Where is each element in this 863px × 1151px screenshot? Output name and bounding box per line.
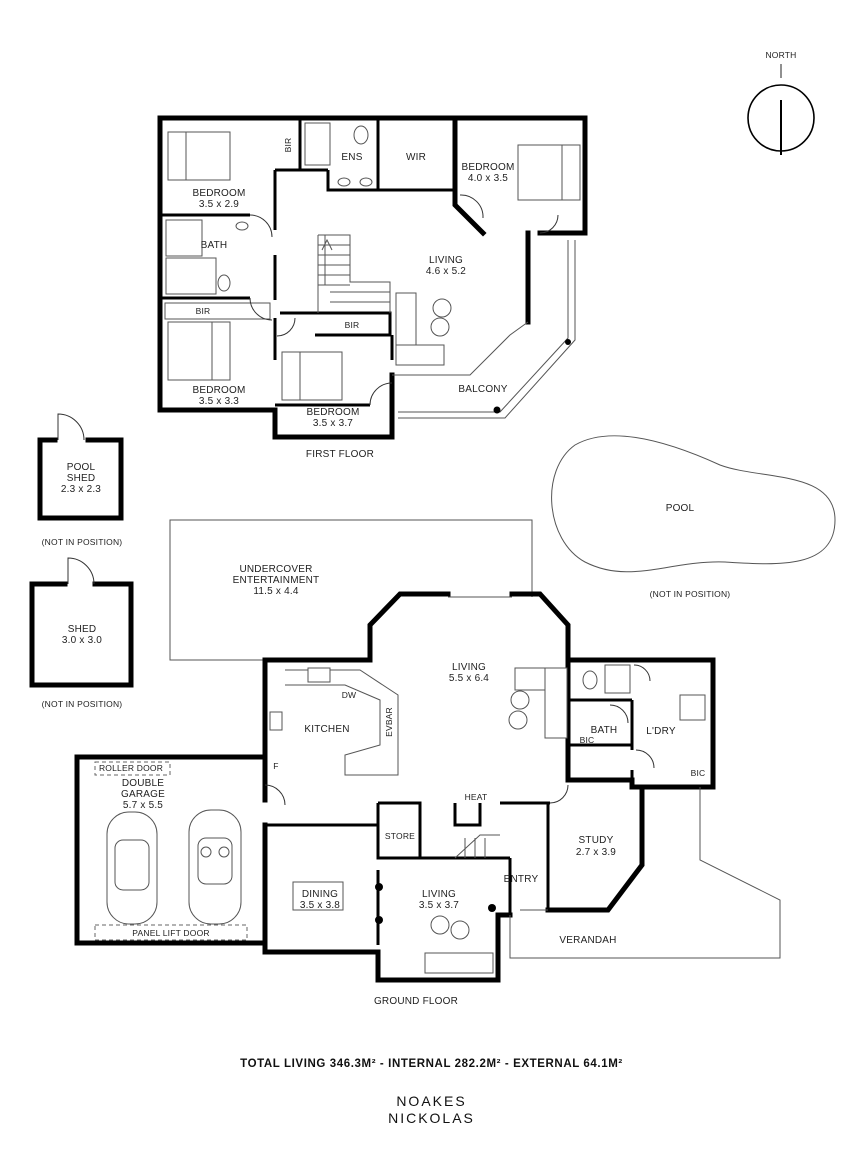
room-name-bedroom-4: BEDROOM [306, 407, 359, 418]
bic-label-1: BIC [580, 735, 595, 745]
panel-lift-door-label: PANEL LIFT DOOR [132, 928, 209, 938]
agency-name-line-1: NOAKES [396, 1093, 467, 1109]
room-name-store: STORE [385, 831, 415, 841]
first-floor-label: FIRST FLOOR [306, 449, 374, 460]
room-name-verandah: VERANDAH [559, 935, 616, 946]
room-name-garage-1: DOUBLE [122, 778, 164, 789]
room-name-kitchen: KITCHEN [304, 724, 349, 735]
bir-label-1: BIR [283, 138, 293, 153]
room-size-bedroom-4: 3.5 x 3.7 [313, 418, 353, 429]
north-compass: NORTH [747, 50, 815, 155]
agency-name-line-2: NICKOLAS [388, 1110, 475, 1126]
room-size-bedroom-2: 4.0 x 3.5 [468, 173, 508, 184]
car-right-icon [188, 809, 242, 925]
room-size-garage: 5.7 x 5.5 [123, 800, 163, 811]
not-in-position-pool-shed: (NOT IN POSITION) [42, 537, 123, 547]
room-size-living-ground: 5.5 x 6.4 [449, 673, 489, 684]
room-size-pool-shed: 2.3 x 2.3 [61, 484, 101, 495]
room-name-bedroom-2: BEDROOM [461, 162, 514, 173]
room-name-bedroom-1: BEDROOM [192, 188, 245, 199]
pool-outline [551, 435, 836, 573]
room-name-pool: POOL [666, 503, 695, 514]
room-name-pool-shed-2: SHED [67, 473, 96, 484]
room-name-ldry: L'DRY [646, 726, 676, 737]
room-name-bath-ground: BATH [591, 725, 618, 736]
dw-label: DW [342, 690, 357, 700]
room-size-living-front: 3.5 x 3.7 [419, 900, 459, 911]
room-size-bedroom-1: 3.5 x 2.9 [199, 199, 239, 210]
room-name-dining: DINING [302, 889, 338, 900]
ground-floor-label: GROUND FLOOR [374, 996, 458, 1007]
room-name-undercover-1: UNDERCOVER [239, 564, 312, 575]
room-size-bedroom-3: 3.5 x 3.3 [199, 396, 239, 407]
room-name-entry: ENTRY [504, 874, 539, 885]
car-left-icon [106, 811, 158, 925]
not-in-position-shed: (NOT IN POSITION) [42, 699, 123, 709]
room-name-bath-upper: BATH [201, 240, 228, 251]
room-name-ens: ENS [341, 152, 362, 163]
pool-shed [37, 413, 124, 521]
room-size-dining: 3.5 x 3.8 [300, 900, 340, 911]
shed [29, 557, 134, 688]
f-label: F [273, 761, 278, 771]
bic-label-2: BIC [691, 768, 706, 778]
room-name-balcony: BALCONY [458, 384, 507, 395]
first-floor-plan [157, 115, 588, 440]
heat-label: HEAT [465, 792, 488, 802]
room-name-wir: WIR [406, 152, 426, 163]
room-name-living-upper: LIVING [429, 255, 463, 266]
bir-label-3: BIR [345, 320, 360, 330]
room-name-study: STUDY [579, 835, 614, 846]
room-size-study: 2.7 x 3.9 [576, 847, 616, 858]
room-name-living-ground: LIVING [452, 662, 486, 673]
ground-floor-plan [74, 519, 781, 983]
room-name-undercover-2: ENTERTAINMENT [233, 575, 320, 586]
room-size-undercover: 11.5 x 4.4 [253, 586, 298, 597]
evbar-label: EVBAR [384, 707, 394, 737]
room-name-living-front: LIVING [422, 889, 456, 900]
bir-label-2: BIR [196, 306, 211, 316]
room-size-living-upper: 4.6 x 5.2 [426, 266, 466, 277]
room-name-garage-2: GARAGE [121, 789, 165, 800]
room-size-shed: 3.0 x 3.0 [62, 635, 102, 646]
roller-door-label: ROLLER DOOR [99, 763, 163, 773]
room-name-shed: SHED [68, 624, 97, 635]
north-label: NORTH [765, 50, 796, 60]
not-in-position-pool: (NOT IN POSITION) [650, 589, 731, 599]
room-name-bedroom-3: BEDROOM [192, 385, 245, 396]
room-name-pool-shed-1: POOL [67, 462, 96, 473]
area-summary: TOTAL LIVING 346.3M² - INTERNAL 282.2M² … [240, 1058, 623, 1070]
